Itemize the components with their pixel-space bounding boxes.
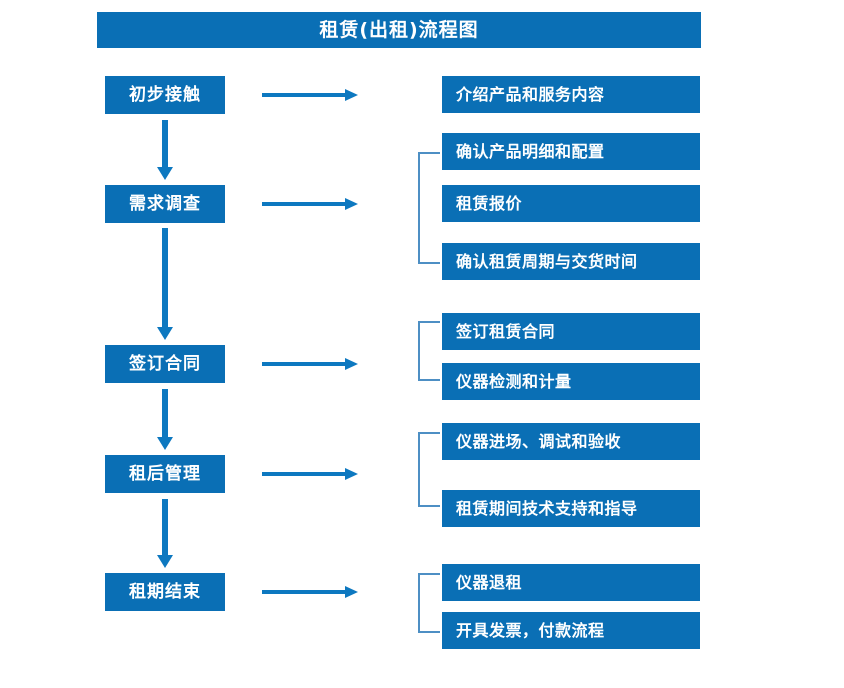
detail-box-g3-1[interactable]: 签订租赁合同 [442,313,700,350]
stage-box-2[interactable]: 需求调查 [105,185,225,223]
detail-box-g2-1[interactable]: 确认产品明细和配置 [442,133,700,170]
stage-box-3[interactable]: 签订合同 [105,345,225,383]
arrow-right-icon-1 [262,87,358,103]
stage-box-4[interactable]: 租后管理 [105,455,225,493]
page-title: 租赁(出租)流程图 [97,12,701,48]
detail-box-g5-1[interactable]: 仪器退租 [442,564,700,601]
stage-box-5[interactable]: 租期结束 [105,573,225,611]
arrow-right-icon-2 [262,196,358,212]
arrow-down-icon-2 [157,228,173,340]
detail-box-g4-2[interactable]: 租赁期间技术支持和指导 [442,490,700,527]
arrow-down-icon-3 [157,389,173,450]
detail-box-g3-2[interactable]: 仪器检测和计量 [442,363,700,400]
bracket-left-icon-5 [418,573,440,633]
bracket-left-icon-4 [418,432,440,507]
stage-box-1[interactable]: 初步接触 [105,76,225,114]
detail-box-g5-2[interactable]: 开具发票，付款流程 [442,612,700,649]
bracket-left-icon-3 [418,321,440,381]
detail-box-g1-1[interactable]: 介绍产品和服务内容 [442,76,700,113]
arrow-down-icon-4 [157,499,173,568]
arrow-down-icon-1 [157,120,173,180]
arrow-right-icon-5 [262,584,358,600]
arrow-right-icon-3 [262,356,358,372]
detail-box-g2-2[interactable]: 租赁报价 [442,185,700,222]
detail-box-g4-1[interactable]: 仪器进场、调试和验收 [442,423,700,460]
bracket-left-icon-2 [418,152,440,264]
arrow-right-icon-4 [262,466,358,482]
detail-box-g2-3[interactable]: 确认租赁周期与交货时间 [442,243,700,280]
